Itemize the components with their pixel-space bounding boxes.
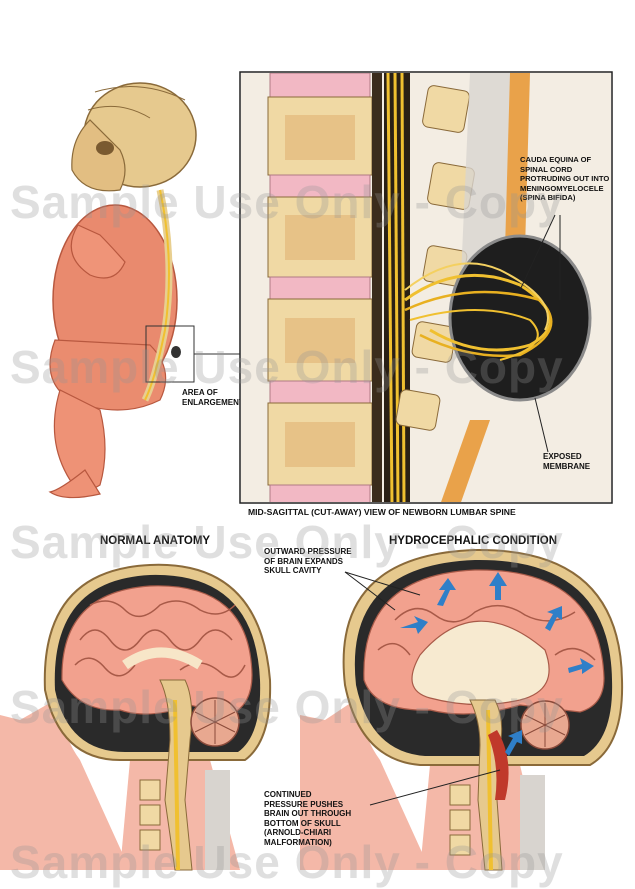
outward-pressure-label: OUTWARD PRESSURE OF BRAIN EXPANDS SKULL … <box>264 547 352 576</box>
continued-pressure-label: CONTINUED PRESSURE PUSHES BRAIN OUT THRO… <box>264 790 351 847</box>
hydrocephalic-head-diagram <box>0 0 635 870</box>
